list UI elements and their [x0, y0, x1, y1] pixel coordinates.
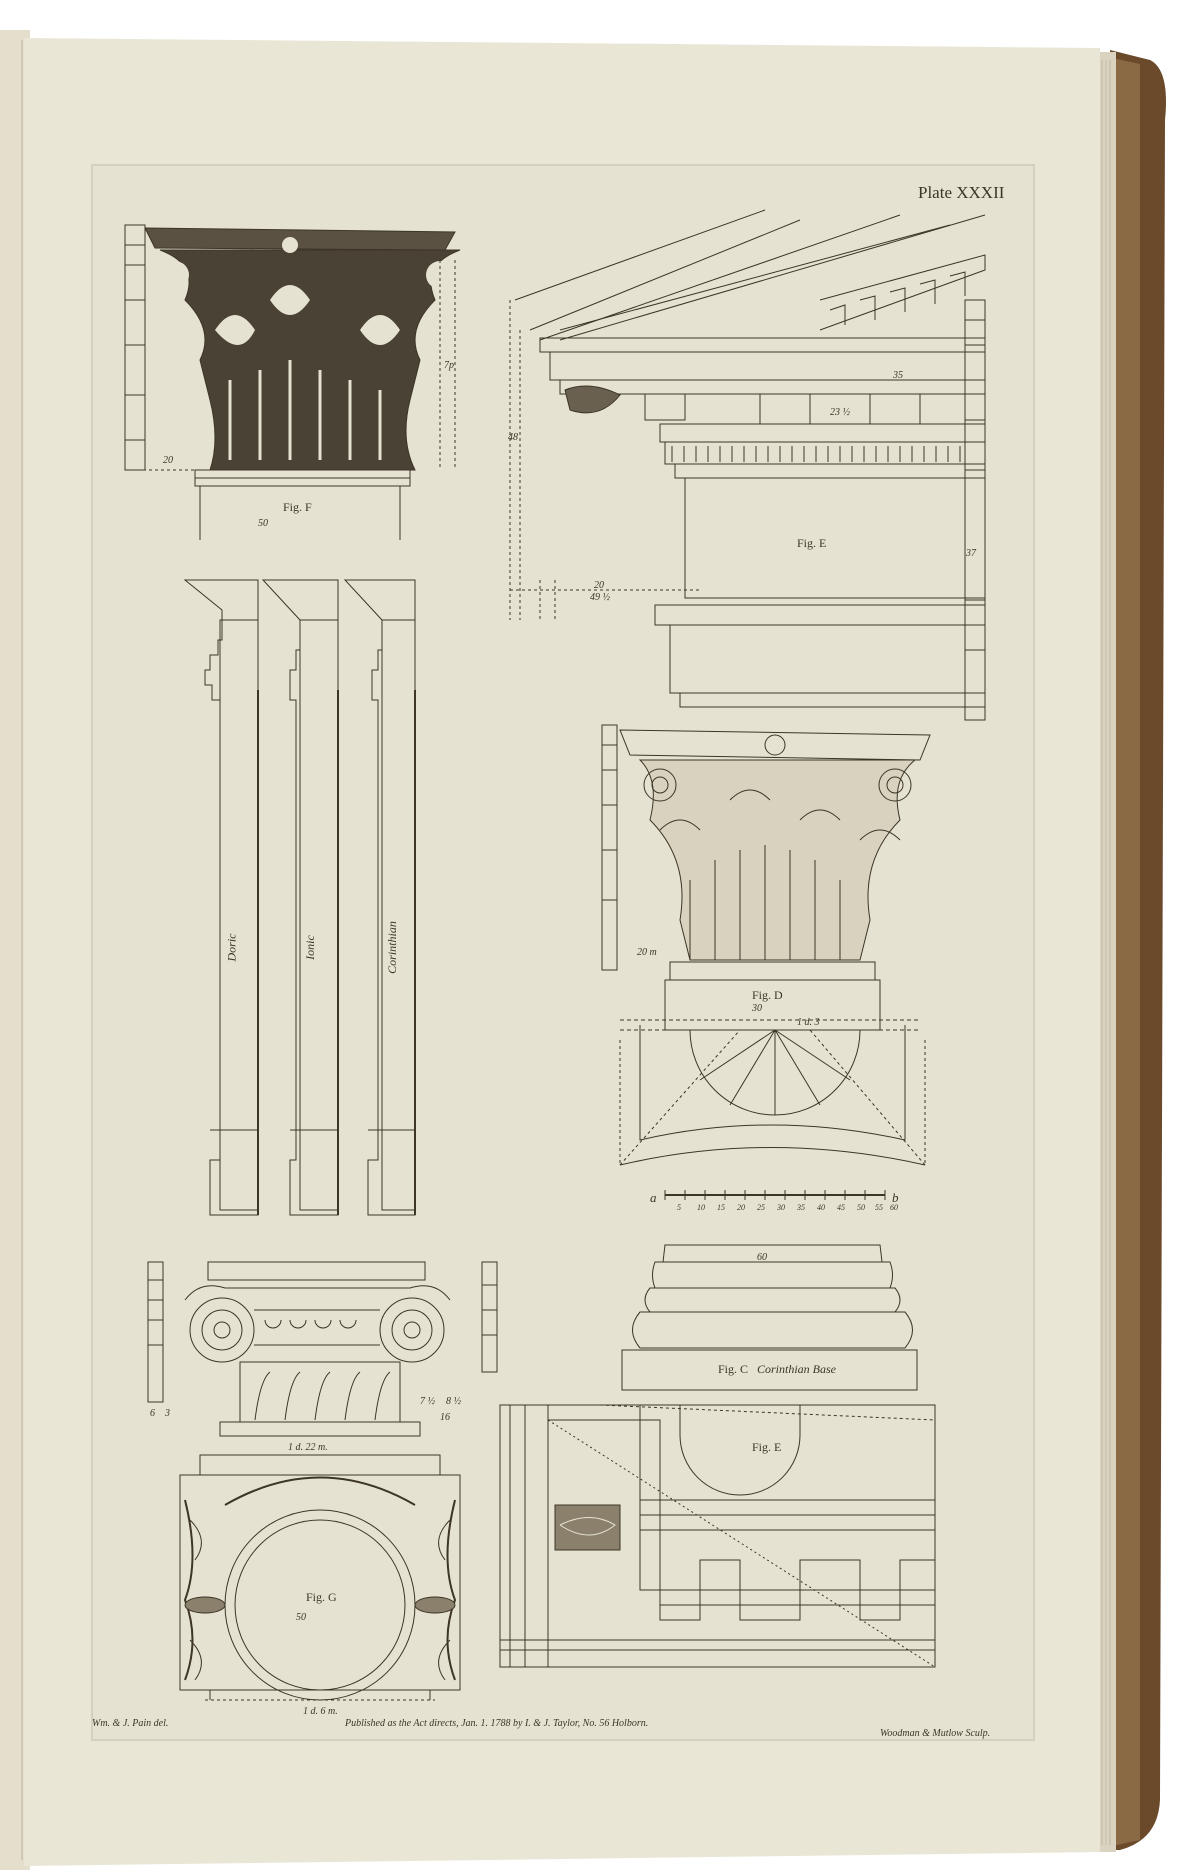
pilaster-ionic-label: Ionic: [302, 935, 317, 960]
scale-tick: 10: [697, 1203, 705, 1212]
fig-d-capital: [601, 724, 931, 1200]
measure-e-49: 49 ½: [590, 592, 610, 603]
fig-e-soffit-label: Fig. E: [752, 1440, 782, 1454]
measure-g-50: 50: [296, 1612, 306, 1623]
imprint-center: Published as the Act directs, Jan. 1. 17…: [345, 1718, 649, 1729]
measure-e-37: 37: [966, 548, 976, 559]
measure-g-16: 16: [440, 1412, 450, 1423]
measure-d-20m: 20 m: [637, 947, 657, 958]
measure-f-20: 20: [163, 455, 173, 466]
measure-f-50: 50: [258, 518, 268, 529]
pilasters-diagram: [183, 579, 416, 1216]
scale-tick: 55: [875, 1203, 883, 1212]
plate-title: Plate XXXII: [918, 183, 1005, 202]
pilaster-doric-label: Doric: [224, 933, 239, 962]
fig-c-label: Fig. C: [718, 1362, 749, 1376]
imprint-left: Wm. & J. Pain del.: [92, 1718, 169, 1729]
measure-g-1d22m: 1 d. 22 m.: [288, 1442, 328, 1453]
scale-tick: 5: [677, 1203, 681, 1212]
measure-c-60: 60: [757, 1252, 767, 1263]
scale-label-b: b: [892, 1190, 899, 1205]
measure-g-3: 3: [165, 1408, 170, 1419]
measure-e-35: 35: [893, 370, 903, 381]
measure-e-23: 23 ½: [830, 407, 850, 418]
scale-tick: 50: [857, 1203, 865, 1212]
measure-d-30: 30: [752, 1003, 762, 1014]
fig-e-entablature-label: Fig. E: [797, 536, 827, 550]
fig-f-capital: [124, 224, 461, 540]
measure-f-7p: 7p: [444, 360, 454, 371]
fig-e-entablature: [509, 209, 986, 721]
fig-g-ionic: [147, 1261, 498, 1701]
scale-tick: 35: [797, 1203, 805, 1212]
measure-g-1d6m: 1 d. 6 m.: [303, 1706, 338, 1717]
fig-c-caption: Corinthian Base: [757, 1362, 837, 1376]
scale-label-a: a: [650, 1190, 657, 1205]
scale-tick: 25: [757, 1203, 765, 1212]
fig-g-label: Fig. G: [306, 1590, 337, 1604]
scale-tick: 45: [837, 1203, 845, 1212]
measure-g-8: 8 ½: [446, 1396, 461, 1407]
measure-g-7: 7 ½: [420, 1396, 435, 1407]
fig-c-base: [621, 1244, 918, 1391]
fig-f-label: Fig. F: [283, 500, 312, 514]
scale-tick: 40: [817, 1203, 825, 1212]
measure-e-48: 48: [508, 432, 518, 443]
scale-tick: 30: [777, 1203, 785, 1212]
fig-d-label: Fig. D: [752, 988, 783, 1002]
page-stack: [1098, 52, 1116, 1852]
pilaster-corinthian-label: Corinthian: [384, 921, 399, 974]
measure-d-1d: 1 d. 3: [797, 1017, 820, 1028]
scale-tick: 60: [890, 1203, 898, 1212]
measure-e-20: 20: [594, 580, 604, 591]
fig-e-soffit: [499, 1404, 936, 1668]
measure-g-6: 6: [150, 1408, 155, 1419]
scale-tick: 20: [737, 1203, 745, 1212]
scale-tick: 15: [717, 1203, 725, 1212]
imprint-right: Woodman & Mutlow Sculp.: [880, 1728, 991, 1739]
spine-edge: [1112, 58, 1140, 1846]
